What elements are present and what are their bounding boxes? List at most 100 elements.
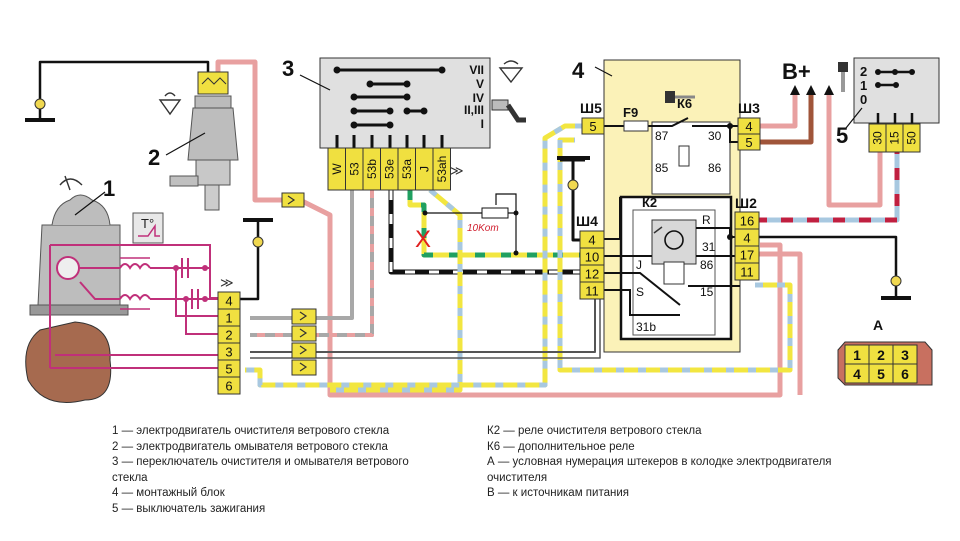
legend-item: А — условная нумерация штекеров в колодк… (487, 456, 832, 469)
switch-pin: 53a (400, 159, 414, 179)
wire-grey-thin-2 (250, 295, 601, 359)
sh2-pin: 17 (740, 248, 754, 263)
legend-item: 3 — переключатель очистителя и омывателя… (112, 456, 409, 469)
ignition-switch (845, 57, 940, 129)
label-component-2: 2 (148, 145, 160, 170)
sh2-pin: 16 (740, 214, 754, 229)
ignition-key-icon (838, 62, 848, 92)
switch-pin: W (330, 163, 344, 175)
wire-blue-stripe-2 (245, 123, 583, 388)
sh2-pin-box (734, 262, 760, 281)
label-connector-a: A (873, 317, 883, 333)
fuse-label: F9 (623, 105, 638, 120)
legend-item: К6 — дополнительное реле (487, 440, 635, 453)
motor-pin: 3 (225, 345, 232, 360)
legend-item: 4 — монтажный блок (112, 487, 225, 500)
wire-grey-thin (250, 285, 596, 353)
connector-symbol-icon: ≫ (220, 275, 234, 290)
motor-pin: 2 (225, 328, 232, 343)
legend-item: К2 — реле очистителя ветрового стекла (487, 425, 702, 437)
k6-terminal: 86 (708, 161, 722, 175)
inline-connectors (281, 192, 317, 376)
connector-a (837, 341, 933, 386)
k2-terminal: 31 (702, 240, 716, 254)
sh5-pin: 5 (589, 119, 596, 134)
arrow-up-icon (806, 85, 816, 95)
lever-icon (491, 99, 526, 123)
switch-pin: 53 (347, 162, 361, 176)
k2-terminal: 31b (636, 320, 656, 334)
motor-pin: 5 (225, 362, 232, 377)
ignition-position-label: 1 (860, 78, 867, 93)
label-component-4: 4 (572, 58, 585, 83)
wire-pump-ground (38, 60, 210, 100)
k6-terminal: 30 (708, 129, 722, 143)
k6-label: К6 (677, 96, 692, 111)
label-component-3: 3 (282, 56, 294, 81)
sh3-pin-box (737, 133, 761, 151)
wire-grey-53 (250, 190, 354, 320)
washer-icon (158, 92, 182, 116)
legend-item: очистителя (487, 471, 548, 484)
sh2-label: Ш2 (735, 195, 757, 211)
legend-item: 1 — электродвигатель очистителя ветровог… (112, 425, 390, 437)
motor-pin-box (217, 376, 241, 395)
legend-item: 5 — выключатель зажигания (112, 502, 266, 515)
switch-pin: 53ah (435, 156, 449, 183)
wire-sh2-4-ground (755, 235, 898, 280)
ignition-pin-box (902, 123, 921, 153)
connector-symbol-icon-2: ≫ (450, 163, 464, 178)
wire-yellow-blue-j (330, 188, 463, 393)
sh5-label: Ш5 (580, 100, 602, 116)
cut-mark: X (415, 226, 431, 253)
connector-a-pin: 2 (877, 347, 885, 363)
k6-terminal: 87 (655, 129, 669, 143)
sh4-pin: 12 (585, 267, 599, 282)
k6-terminal: 85 (655, 161, 669, 175)
resistor-mod (422, 193, 519, 256)
ground-point-icon (34, 98, 46, 110)
arrow-up-icon (824, 85, 834, 95)
wire-ign30-pink (826, 95, 883, 208)
key-lock-icon (665, 91, 675, 103)
wire-sh3-5-brown (760, 95, 814, 145)
k2-terminal: J (636, 258, 642, 272)
ground-symbols (25, 98, 911, 300)
wiper-switch (299, 57, 491, 149)
switch-position-label: V (476, 77, 484, 91)
connector-a-pin: 1 (853, 347, 861, 363)
wires (38, 59, 900, 398)
wire-sh2-17-pink (755, 251, 803, 395)
wire-pump-pink (215, 59, 783, 398)
connector-a-pin: 6 (901, 366, 909, 382)
legend-item: 2 — электродвигатель омывателя ветрового… (112, 440, 388, 453)
switch-position-label: II,III (464, 103, 484, 117)
legend-left: 1 — электродвигатель очистителя ветровог… (112, 424, 409, 518)
sh3-pin: 5 (745, 135, 752, 150)
motor-pin: 1 (225, 311, 232, 326)
label-component-5: 5 (836, 123, 848, 148)
ignition-pin: 30 (871, 131, 885, 145)
k2-terminal: R (702, 213, 711, 227)
wire-green-yellow (407, 190, 590, 258)
sh3-pin: 4 (745, 119, 752, 134)
power-arrows (790, 85, 834, 95)
k2-terminal: 15 (700, 285, 714, 299)
switch-pin: 53e (382, 159, 396, 179)
switch-pin: J (417, 166, 431, 172)
label-component-1: 1 (103, 176, 115, 201)
wire-motor-ground (240, 220, 260, 301)
ignition-pin: 50 (905, 131, 919, 145)
sh4-label: Ш4 (576, 213, 598, 229)
power-label: B+ (782, 59, 811, 84)
sh5-pin-box (581, 117, 605, 135)
sh4-pin-box (579, 281, 605, 300)
connector-a-pin: 3 (901, 347, 909, 363)
wire-sh3-4-pink (760, 95, 798, 129)
sh4-pin: 10 (585, 250, 599, 265)
